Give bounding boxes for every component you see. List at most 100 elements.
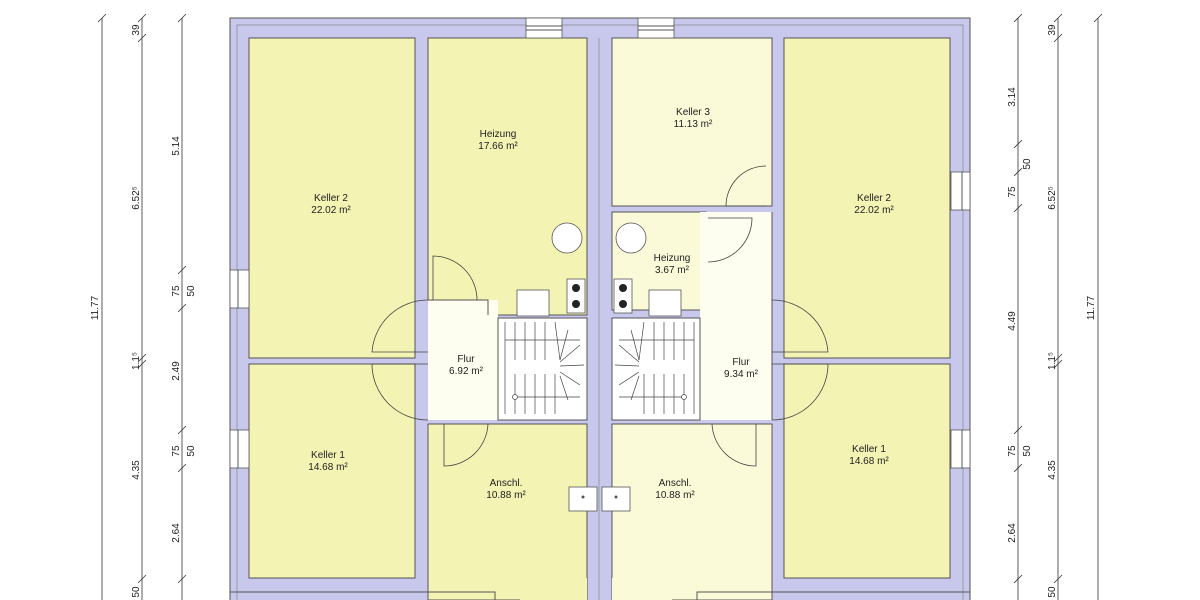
door-keller1-left bbox=[371, 363, 429, 421]
svg-text:4.35: 4.35 bbox=[1047, 460, 1058, 480]
burner-left bbox=[566, 278, 586, 314]
dim-chain-right-total: 11.77 bbox=[1086, 13, 1103, 600]
svg-text:3.14: 3.14 bbox=[1007, 87, 1018, 107]
dim-chain-left-outer: 39 6.52⁵ 1.1⁵ 4.35 50 bbox=[131, 13, 147, 600]
dim-chain-right-outer: 39 6.52⁵ 1.1⁵ 4.35 50 bbox=[1047, 13, 1063, 600]
svg-text:39: 39 bbox=[131, 24, 142, 36]
room-keller2-left bbox=[248, 37, 416, 359]
area-heizung-left: 17.66 m² bbox=[478, 141, 518, 152]
svg-text:75: 75 bbox=[1007, 445, 1018, 457]
svg-text:50: 50 bbox=[1022, 158, 1033, 170]
bottom-wall-right bbox=[696, 591, 970, 600]
room-flur-left bbox=[428, 300, 498, 420]
door-keller1-right bbox=[771, 363, 829, 421]
svg-text:39: 39 bbox=[1047, 24, 1058, 36]
dim-chain-left-total: 11.77 bbox=[90, 13, 107, 600]
svg-text:75: 75 bbox=[171, 445, 182, 457]
burner-right bbox=[613, 278, 633, 314]
window-top-left bbox=[525, 17, 563, 39]
door-keller2-left bbox=[371, 299, 429, 353]
room-keller1-left bbox=[248, 363, 416, 579]
stair-right bbox=[614, 321, 695, 414]
svg-text:50: 50 bbox=[186, 285, 197, 297]
stair-left-area bbox=[497, 317, 588, 421]
label-keller2-right: Keller 2 bbox=[857, 193, 891, 204]
sink-right bbox=[601, 486, 631, 512]
area-keller2-right: 22.02 m² bbox=[854, 205, 894, 216]
svg-text:6.52⁵: 6.52⁵ bbox=[131, 186, 142, 210]
room-keller2-right bbox=[783, 37, 951, 359]
svg-text:50: 50 bbox=[131, 586, 142, 598]
area-keller1-left: 14.68 m² bbox=[308, 462, 348, 473]
door-anschl-left bbox=[443, 423, 489, 467]
label-keller1-right: Keller 1 bbox=[852, 444, 886, 455]
svg-text:75: 75 bbox=[171, 285, 182, 297]
window-top-right bbox=[637, 17, 675, 39]
bottom-yellow-right bbox=[612, 578, 672, 600]
label-anschl-left: Anschl. bbox=[490, 478, 523, 489]
svg-text:4.49: 4.49 bbox=[1007, 311, 1018, 331]
door-keller3-right bbox=[725, 165, 767, 207]
svg-text:2.49: 2.49 bbox=[171, 361, 182, 381]
door-heizung-right bbox=[707, 217, 753, 263]
flur-left-wall bbox=[428, 299, 489, 315]
window-left-lower bbox=[229, 429, 250, 469]
label-anschl-right: Anschl. bbox=[659, 478, 692, 489]
stair-left bbox=[504, 321, 585, 414]
label-keller2-left: Keller 2 bbox=[314, 193, 348, 204]
svg-text:2.64: 2.64 bbox=[171, 523, 182, 543]
door-anschl-right bbox=[711, 423, 757, 467]
label-heizung-left: Heizung bbox=[480, 129, 517, 140]
area-keller3-right: 11.13 m² bbox=[674, 119, 713, 130]
sink-right-drain bbox=[614, 495, 618, 499]
boiler-tank-left bbox=[551, 222, 583, 254]
boiler-tank-right bbox=[615, 222, 647, 254]
window-left-upper bbox=[229, 269, 250, 309]
svg-text:50: 50 bbox=[1022, 445, 1033, 457]
area-keller2-left: 22.02 m² bbox=[311, 205, 351, 216]
bottom-yellow-left bbox=[520, 578, 587, 600]
label-keller3-right: Keller 3 bbox=[676, 107, 710, 118]
outer-wall-inner-outline bbox=[236, 24, 964, 600]
room-flur-right bbox=[700, 212, 772, 420]
svg-text:75: 75 bbox=[1007, 186, 1018, 198]
label-flur-left: Flur bbox=[457, 354, 475, 365]
bottom-wall-left bbox=[230, 591, 496, 600]
label-keller1-left: Keller 1 bbox=[311, 450, 345, 461]
svg-text:11.77: 11.77 bbox=[90, 295, 101, 320]
sink-left-drain bbox=[581, 495, 585, 499]
svg-text:11.77: 11.77 bbox=[1086, 295, 1097, 320]
svg-text:50: 50 bbox=[186, 445, 197, 457]
svg-text:50: 50 bbox=[1047, 586, 1058, 598]
heater-unit-left bbox=[516, 289, 550, 317]
window-right-upper bbox=[950, 171, 971, 211]
svg-text:2.64: 2.64 bbox=[1007, 523, 1018, 543]
room-anschl-left bbox=[427, 423, 588, 600]
room-keller1-right bbox=[783, 363, 951, 579]
room-keller3-right bbox=[611, 37, 773, 207]
room-heizung-left bbox=[427, 37, 588, 316]
sink-left bbox=[568, 486, 598, 512]
dim-chain-right-inner: 3.14 50 75 4.49 75 50 2.64 bbox=[1007, 13, 1033, 600]
svg-text:1.1⁵: 1.1⁵ bbox=[131, 352, 142, 370]
stair-right-area bbox=[611, 317, 701, 421]
area-flur-left: 6.92 m² bbox=[449, 366, 484, 377]
area-anschl-left: 10.88 m² bbox=[486, 490, 526, 501]
room-anschl-right bbox=[611, 423, 773, 600]
dim-chain-left-inner: 5.14 75 50 2.49 75 50 2.64 bbox=[171, 13, 197, 600]
door-heizung-left bbox=[432, 255, 478, 301]
svg-text:4.35: 4.35 bbox=[131, 460, 142, 480]
label-heizung-right: Heizung bbox=[654, 253, 691, 264]
area-flur-right: 9.34 m² bbox=[724, 369, 759, 380]
svg-text:5.14: 5.14 bbox=[171, 136, 182, 156]
window-right-lower bbox=[950, 429, 971, 469]
label-flur-right: Flur bbox=[732, 357, 750, 368]
door-keller2-right bbox=[771, 299, 829, 353]
svg-text:6.52⁵: 6.52⁵ bbox=[1047, 186, 1058, 210]
svg-text:1.1⁵: 1.1⁵ bbox=[1047, 352, 1058, 370]
area-keller1-right: 14.68 m² bbox=[849, 456, 889, 467]
area-heizung-right: 3.67 m² bbox=[655, 265, 690, 276]
area-anschl-right: 10.88 m² bbox=[655, 490, 695, 501]
heater-unit-right bbox=[648, 289, 682, 317]
